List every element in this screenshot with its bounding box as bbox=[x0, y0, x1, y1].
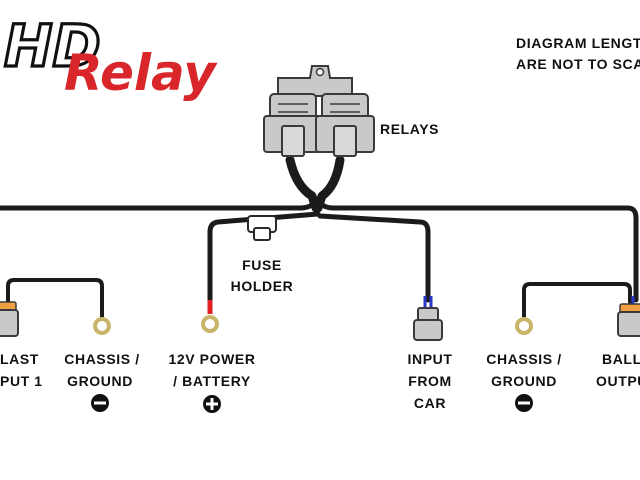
input-connector bbox=[413, 296, 443, 341]
minus-icon bbox=[515, 394, 533, 412]
logo-hd-text: HD bbox=[4, 12, 101, 80]
relay-right bbox=[315, 93, 375, 157]
ballast-left-label-line1: LAST bbox=[0, 351, 39, 367]
power-label-line1: 12V POWER bbox=[168, 351, 255, 367]
left-ballast-connector bbox=[0, 301, 19, 337]
fuse-wire bbox=[207, 211, 321, 303]
input-label-line2: FROM bbox=[408, 373, 452, 389]
relay-tail-left bbox=[285, 155, 321, 213]
power-label-line2: / BATTERY bbox=[173, 373, 251, 389]
right-ballast-connector bbox=[617, 296, 640, 337]
fuse-holder bbox=[247, 215, 277, 241]
ballast-right-label-line1: BALL bbox=[602, 351, 640, 367]
left-ground-wire bbox=[6, 278, 104, 320]
scale-note: DIAGRAM LENGT ARE NOT TO SCA bbox=[516, 35, 640, 72]
ballast-right-label-line2: OUTPU bbox=[596, 373, 640, 389]
chassis-right-label-line2: GROUND bbox=[491, 373, 557, 389]
left-ground-ring-terminal bbox=[93, 317, 111, 335]
relays-label: RELAYS bbox=[380, 121, 439, 137]
plus-icon bbox=[203, 395, 221, 413]
fuse-label-line1: FUSE bbox=[242, 257, 282, 273]
relay-mount-bracket bbox=[277, 65, 353, 97]
ballast-left-label-line2: PUT 1 bbox=[0, 373, 43, 389]
hd-relay-logo: HD Relay bbox=[2, 10, 218, 102]
wires bbox=[0, 155, 639, 320]
scale-note-line1: DIAGRAM LENGT bbox=[516, 35, 640, 51]
power-ring-terminal bbox=[201, 300, 219, 333]
right-ground-ring-terminal bbox=[515, 317, 533, 335]
chassis-left-label-line2: GROUND bbox=[67, 373, 133, 389]
relay-left bbox=[263, 93, 323, 157]
minus-icon bbox=[91, 394, 109, 412]
main-harness-wire bbox=[0, 197, 319, 211]
input-label-line3: CAR bbox=[414, 395, 446, 411]
relay-tail-right bbox=[313, 155, 345, 213]
chassis-right-label-line1: CHASSIS / bbox=[486, 351, 561, 367]
input-wire bbox=[317, 213, 431, 303]
right-ground-wire bbox=[522, 282, 632, 320]
logo-relay-text: Relay bbox=[64, 44, 218, 102]
fuse-label-line2: HOLDER bbox=[231, 278, 294, 294]
relay-pair bbox=[263, 65, 375, 157]
input-label-line1: INPUT bbox=[408, 351, 453, 367]
chassis-left-label-line1: CHASSIS / bbox=[64, 351, 139, 367]
scale-note-line2: ARE NOT TO SCA bbox=[516, 56, 640, 72]
